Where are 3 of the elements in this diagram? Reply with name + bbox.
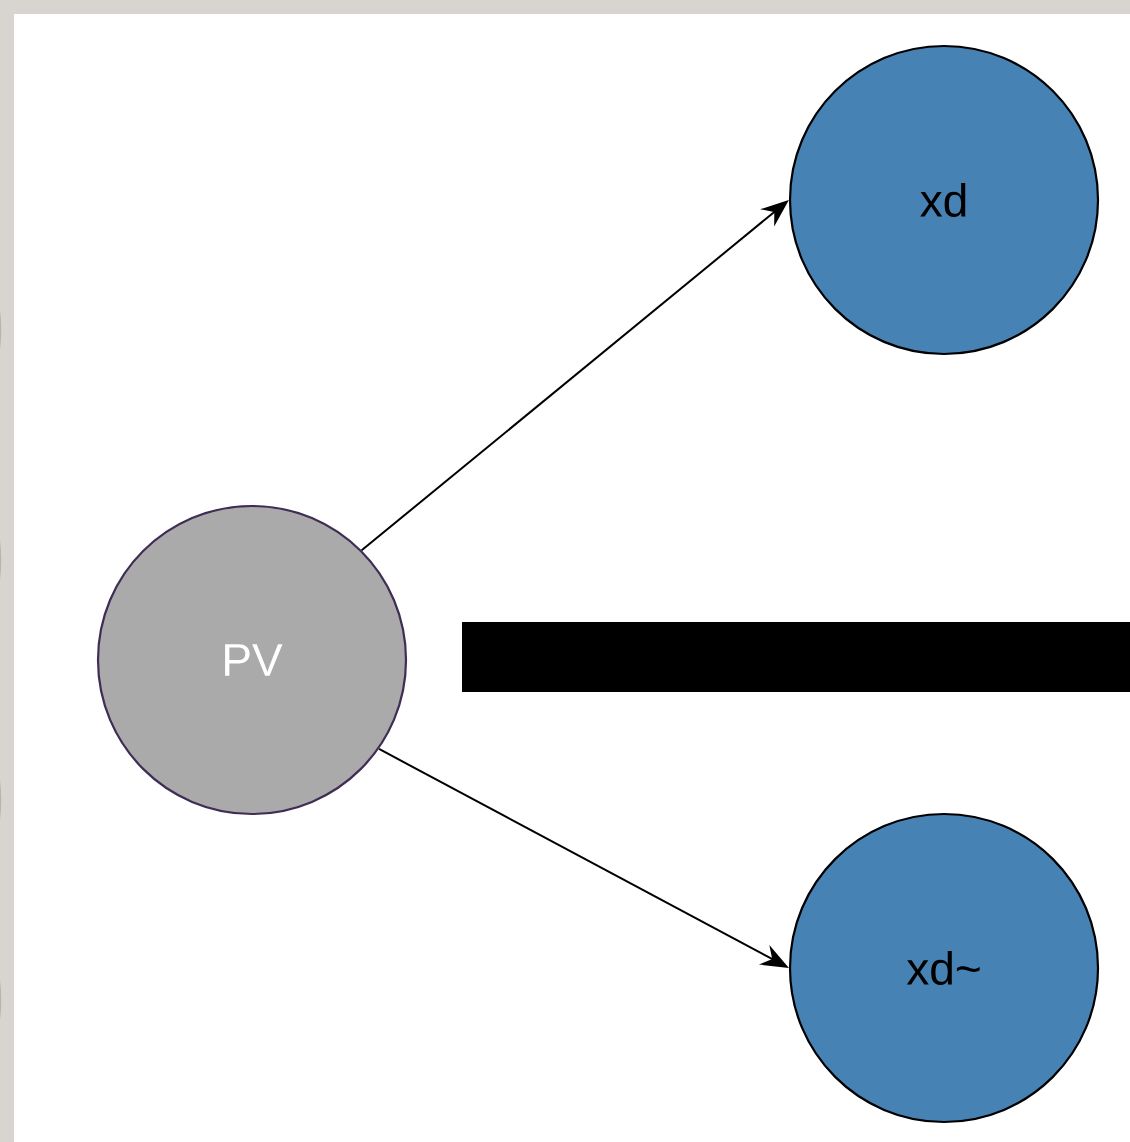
circle-node: xd~ [788,812,1100,1124]
circle-node: PV [96,504,408,816]
circle-node: xd [788,44,1100,356]
